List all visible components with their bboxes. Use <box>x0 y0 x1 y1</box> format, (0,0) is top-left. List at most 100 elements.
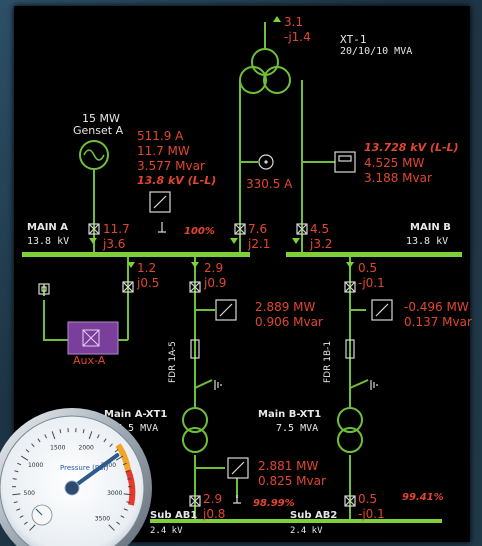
aux-a-box[interactable] <box>67 321 119 355</box>
breaker-xt1-right[interactable] <box>296 223 308 235</box>
sub-ab2-bus[interactable] <box>302 519 442 523</box>
gauge-amber-zone <box>115 443 131 471</box>
main-b-in-mvar: j3.2 <box>310 237 333 251</box>
main-a-name: MAIN A <box>27 222 69 233</box>
gauge-tick <box>125 470 130 473</box>
breaker-sub-ab1[interactable] <box>189 495 201 507</box>
breaker-genset[interactable] <box>88 223 100 235</box>
main-b-xt1-rating: 7.5 MVA <box>276 423 319 434</box>
sub-ab1-mvar: j0.8 <box>203 507 226 521</box>
meter-genset-icon[interactable] <box>149 191 171 213</box>
ab1-switch-icon <box>233 495 241 504</box>
main-b-xt1-winding-1 <box>337 407 363 433</box>
genset-kv: 13.8 kV (L-L) <box>137 174 217 187</box>
main-b-name: MAIN B <box>410 222 451 233</box>
breaker-fdr-1a5[interactable] <box>189 281 201 293</box>
right-mw: 4.525 MW <box>364 156 425 170</box>
genset-rating: 15 MW <box>82 112 120 125</box>
gauge-tick <box>23 521 28 525</box>
xt1-winding-3 <box>263 66 291 94</box>
main-a-bus[interactable] <box>22 252 250 257</box>
gauge-tick-label: 1500 <box>50 444 65 451</box>
main-a-xt1-winding-2 <box>182 427 208 453</box>
fdr-1b1-mw: 0.5 <box>358 261 378 275</box>
fdr-1a5-mvar: j0.9 <box>204 276 227 290</box>
meter-fdr-1a5-icon[interactable] <box>215 299 237 321</box>
main-a-xt1-meter-mvar: 0.825 Mvar <box>258 474 326 488</box>
main-a-xt1-name: Main A-XT1 <box>104 409 168 420</box>
ground-1b1-icon <box>370 380 378 390</box>
main-a-xt1-meter-mw: 2.881 MW <box>258 459 319 473</box>
gauge-tick <box>116 521 121 525</box>
genset-mvar: 3.577 Mvar <box>137 159 205 173</box>
breaker-aux[interactable] <box>122 281 134 293</box>
gauge-tick <box>115 455 124 461</box>
meter-main-a-xt1-icon[interactable] <box>227 457 249 479</box>
fuse-1a5-icon <box>190 339 200 359</box>
sub-ab1-bus[interactable] <box>150 519 302 523</box>
main-b-in-mw: 4.5 <box>310 222 330 236</box>
fdr-1b1-meter-mvar: 0.137 Mvar <box>404 315 472 329</box>
main-a-loading: 100% <box>184 226 215 237</box>
main-b-xt1-winding-2 <box>337 427 363 453</box>
xt1-rating: 20/10/10 MVA <box>340 46 413 57</box>
gauge-tick <box>127 478 132 480</box>
xt1-mvar: -j1.4 <box>284 30 311 44</box>
main-a-tx-mw: 7.6 <box>248 222 268 236</box>
sub-ab2-name: Sub AB2 <box>290 510 338 521</box>
gauge-red-zone <box>125 468 136 506</box>
gauge-title: Pressure (PSI) <box>60 464 109 472</box>
xt1-flow-arrow <box>273 16 281 22</box>
gauge-tick <box>109 443 113 448</box>
gauge-tick <box>31 443 35 448</box>
sub-ab2-mw: 0.5 <box>358 492 378 506</box>
breaker-sub-ab2[interactable] <box>344 495 356 507</box>
gauge-tick <box>12 493 21 496</box>
genset-current: 511.9 A <box>137 129 184 143</box>
gauge-tick <box>17 462 22 466</box>
gauge-tick-label: 1000 <box>28 462 43 469</box>
fdr-1a5-mw: 2.9 <box>204 261 224 275</box>
right-kv: 13.728 kV (L-L) <box>364 141 459 154</box>
gauge-tick <box>96 434 100 439</box>
gauge-tick <box>122 462 127 466</box>
breaker-fdr-1b1[interactable] <box>344 281 356 293</box>
sub-ab2-mvar: -j0.1 <box>358 507 385 521</box>
main-b-xt1-name: Main B-XT1 <box>258 409 322 420</box>
gauge-tick <box>14 470 19 473</box>
meter-right-icon[interactable] <box>334 151 356 173</box>
gauge-tick <box>103 438 107 443</box>
gauge-tick <box>19 515 24 519</box>
gauge-tick <box>25 449 30 453</box>
gauge-tick <box>126 501 131 504</box>
gauge-tick-label: 2500 <box>101 462 116 469</box>
genset-name: Genset A <box>73 124 124 137</box>
aux-label: Aux-A <box>73 354 106 367</box>
genset-mw: 11.7 MW <box>137 144 190 158</box>
gauge-tick <box>29 524 36 531</box>
gauge-hub <box>64 480 80 496</box>
gauge-tick <box>16 508 21 511</box>
xt1-mw: 3.1 <box>284 15 304 29</box>
gauge-tick <box>37 438 41 443</box>
main-b-bus[interactable] <box>286 252 462 257</box>
gauge-tick <box>88 431 93 440</box>
gauge-tick <box>108 524 115 531</box>
meter-fdr-1b1-icon[interactable] <box>371 299 393 321</box>
breaker-xt1-left[interactable] <box>234 223 246 235</box>
main-a-kv: 13.8 kV <box>27 236 70 247</box>
current-sensor-icon[interactable] <box>258 154 274 170</box>
main-a-in-mw: 11.7 <box>103 222 130 236</box>
main-a-xt1-rating: 7.5 MVA <box>116 423 159 434</box>
gauge-tick-label: 3000 <box>107 490 122 497</box>
gauge-tick-label: 2000 <box>79 444 94 451</box>
gauge-tick <box>51 431 56 440</box>
aux-disconnect[interactable] <box>38 283 50 295</box>
right-mvar: 3.188 Mvar <box>364 171 432 185</box>
fdr-1b1-meter-mw: -0.496 MW <box>404 300 469 314</box>
gauge-tick <box>12 478 17 480</box>
fuse-1b1-icon <box>345 339 355 359</box>
gauge-tick <box>59 429 62 434</box>
